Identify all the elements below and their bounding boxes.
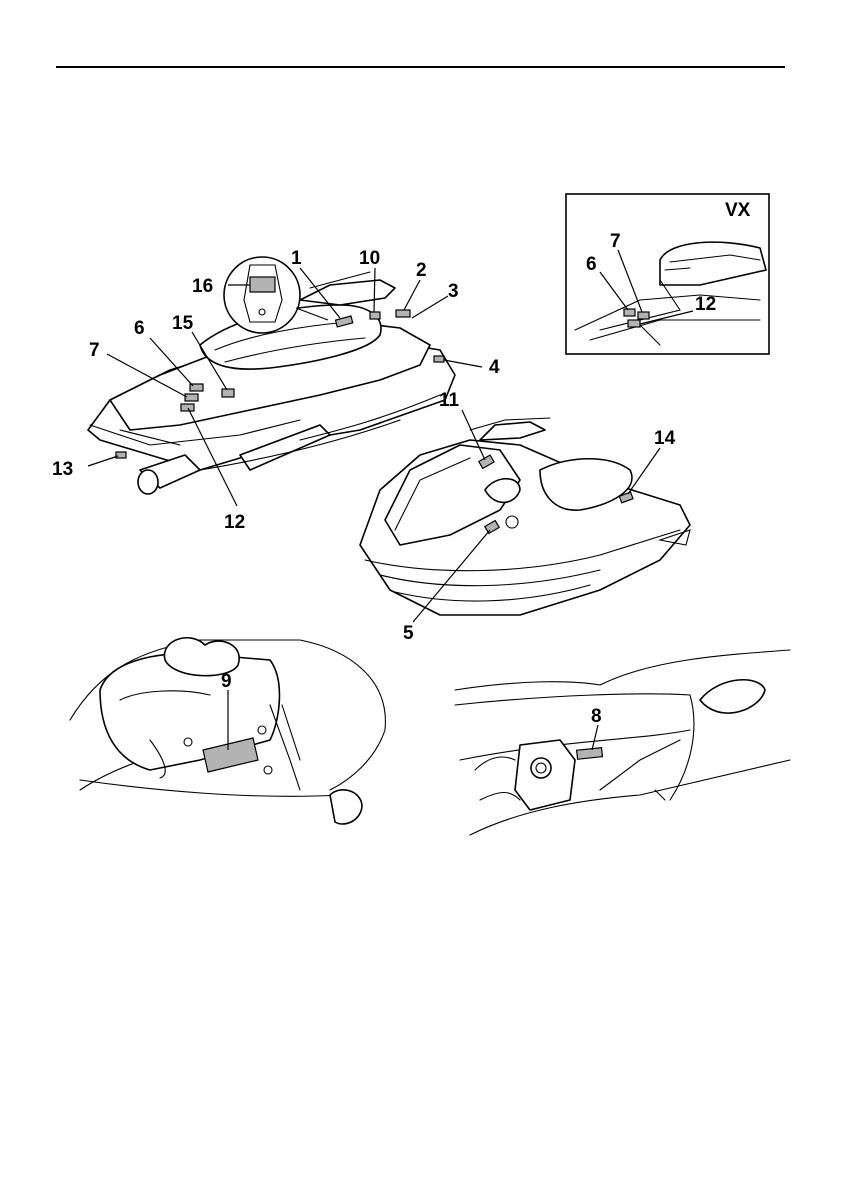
inset-callout-12: 12	[695, 294, 716, 315]
callout-10: 10	[359, 248, 380, 269]
inset-callout-7: 7	[610, 231, 621, 252]
callout-7: 7	[89, 340, 100, 361]
callout-14: 14	[654, 428, 676, 449]
inset-label-12-decal	[628, 320, 640, 327]
label-7-decal	[185, 394, 198, 401]
inset-title: VX	[725, 200, 751, 221]
label-2-decal	[396, 310, 410, 317]
callout-4: 4	[489, 357, 500, 378]
callout-2: 2	[416, 260, 427, 281]
label-16-decal	[250, 277, 275, 292]
callout-1: 1	[291, 248, 302, 269]
callout-3: 3	[448, 281, 459, 302]
label-13-decal	[116, 452, 126, 458]
watercraft-rear-view	[88, 257, 455, 494]
watercraft-front-view	[360, 418, 690, 615]
callout-5: 5	[403, 623, 414, 644]
callout-9: 9	[221, 671, 232, 692]
inset-label-6-decal	[624, 309, 635, 316]
label-15-decal	[222, 389, 234, 397]
label-4-decal	[434, 356, 444, 362]
callout-15: 15	[172, 313, 194, 334]
inset-callout-6: 6	[586, 254, 597, 275]
callout-13: 13	[52, 459, 73, 480]
storage-compartment-view	[455, 650, 790, 835]
callout-16: 16	[192, 276, 213, 297]
callout-12: 12	[224, 512, 245, 533]
label-10-decal	[370, 312, 380, 319]
callout-11: 11	[439, 390, 460, 411]
callout-6: 6	[134, 318, 145, 339]
inset-label-7-decal	[638, 312, 649, 319]
label-12-decal	[181, 404, 194, 411]
callout-8: 8	[591, 706, 602, 727]
label-8-decal	[577, 748, 603, 760]
